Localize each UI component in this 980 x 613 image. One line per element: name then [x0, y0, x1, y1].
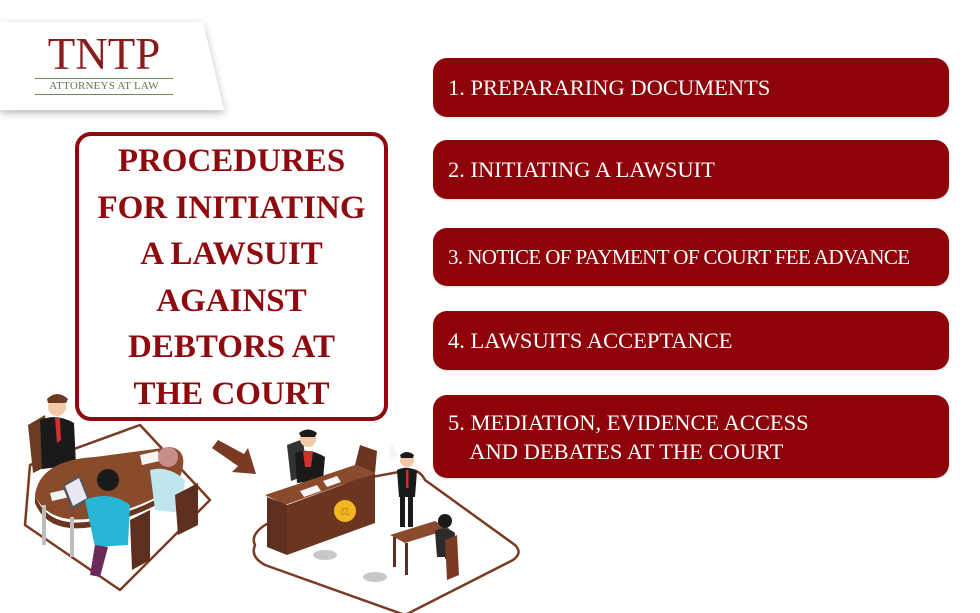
defendant-desk [390, 521, 450, 543]
step-3-court-fee-notice[interactable]: 3. NOTICE OF PAYMENT OF COURT FEE ADVANC… [433, 228, 949, 286]
step-label: 3. NOTICE OF PAYMENT OF COURT FEE ADVANC… [448, 244, 910, 269]
meeting-table-illustration [23, 394, 212, 592]
logo-background [0, 22, 224, 110]
heading-box: PROCEDURES FOR INITIATING A LAWSUIT AGAI… [75, 132, 388, 421]
floor-outline [23, 423, 212, 592]
chair [130, 510, 150, 570]
logo-card: TNTP ATTORNEYS AT LAW [0, 22, 230, 118]
svg-text:⚖: ⚖ [340, 505, 350, 518]
step-label: 4. LAWSUITS ACCEPTANCE [448, 327, 733, 353]
judge-bench-front [287, 473, 375, 555]
floor-outline [252, 468, 520, 613]
step-5-mediation-evidence-debates[interactable]: 5. MEDIATION, EVIDENCE ACCESS AND DEBATE… [433, 395, 949, 478]
step-1-preparing-documents[interactable]: 1. PREPARARING DOCUMENTS [433, 58, 949, 117]
step-label: 2. INITIATING A LAWSUIT [448, 156, 715, 182]
logo-title: TNTP [47, 29, 161, 79]
arrow-right-icon [212, 440, 256, 474]
logo-divider-top [35, 78, 173, 79]
scales-emblem [334, 500, 356, 522]
courtroom-illustration: ⚖ [252, 429, 520, 613]
person-shirt [85, 496, 130, 547]
step-2-initiating-lawsuit[interactable]: 2. INITIATING A LAWSUIT [433, 140, 949, 199]
judge-bench-top [265, 465, 375, 505]
step-label: 5. MEDIATION, EVIDENCE ACCESS AND DEBATE… [448, 409, 809, 464]
step-4-lawsuit-acceptance[interactable]: 4. LAWSUITS ACCEPTANCE [433, 311, 949, 370]
logo-subtitle: ATTORNEYS AT LAW [49, 80, 159, 92]
logo-divider-bottom [35, 94, 173, 95]
page-title: PROCEDURES FOR INITIATING A LAWSUIT AGAI… [97, 143, 366, 412]
person-suit [40, 417, 76, 469]
step-label: 1. PREPARARING DOCUMENTS [448, 74, 771, 100]
document [388, 443, 397, 459]
